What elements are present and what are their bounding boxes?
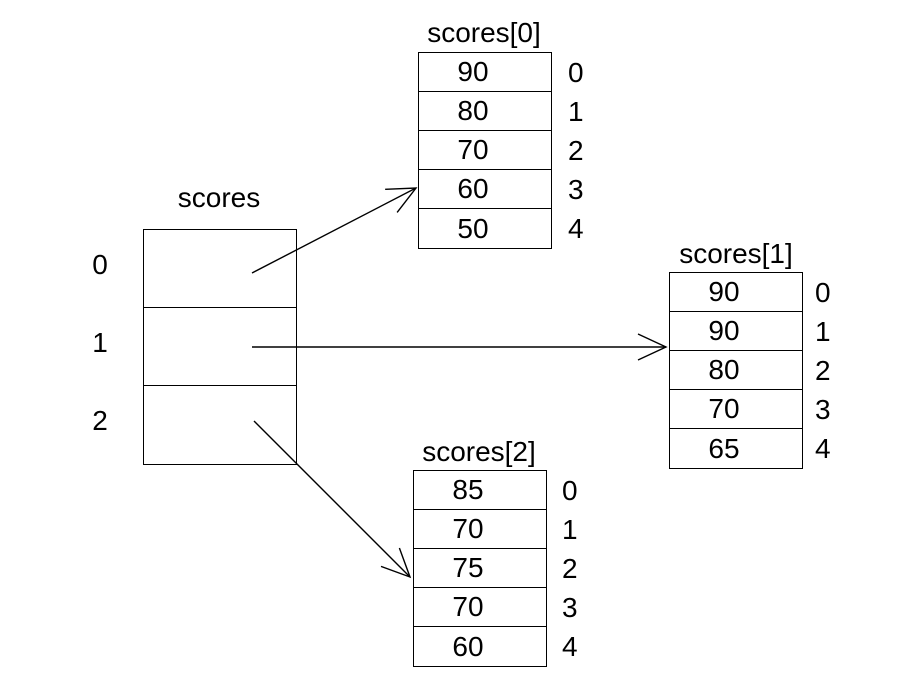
index-label: 2 — [815, 354, 831, 386]
array-cell: 70 — [414, 510, 546, 549]
index-label: 1 — [562, 513, 578, 545]
main-array-cell-1 — [144, 308, 296, 386]
array-cell: 90 — [419, 53, 551, 92]
sub-array-1-index-column: 0 1 2 3 4 — [815, 273, 831, 468]
array-cell: 70 — [414, 588, 546, 627]
index-label: 2 — [568, 134, 584, 166]
array-cell: 70 — [670, 390, 802, 429]
index-label: 2 — [562, 552, 578, 584]
main-array-box — [143, 229, 297, 465]
sub-array-0-index-column: 0 1 2 3 4 — [568, 53, 584, 248]
array-cell: 75 — [414, 549, 546, 588]
index-label: 1 — [815, 315, 831, 347]
main-array-index-column: 0 1 2 — [86, 226, 114, 460]
array-cell: 85 — [414, 471, 546, 510]
index-label: 0 — [815, 276, 831, 308]
main-array-cell-2 — [144, 386, 296, 464]
sub-array-1-box: 90 90 80 70 65 — [669, 272, 803, 469]
sub-array-0-title: scores[0] — [427, 17, 541, 48]
array-cell: 80 — [670, 351, 802, 390]
index-label: 0 — [568, 56, 584, 88]
index-label: 1 — [92, 327, 108, 358]
array-cell: 90 — [670, 273, 802, 312]
array-cell: 70 — [419, 131, 551, 170]
sub-array-2-index-column: 0 1 2 3 4 — [562, 471, 578, 666]
index-label: 3 — [815, 393, 831, 425]
sub-array-1-title: scores[1] — [679, 238, 793, 269]
sub-array-2-box: 85 70 75 70 60 — [413, 470, 547, 667]
main-array-title: scores — [177, 182, 261, 213]
sub-array-2-title: scores[2] — [422, 436, 536, 467]
array-cell: 65 — [708, 432, 740, 464]
index-label: 3 — [562, 591, 578, 623]
array-cell: 50 — [457, 212, 489, 244]
index-label: 4 — [815, 432, 831, 464]
index-label: 4 — [568, 212, 584, 244]
array-cell: 80 — [419, 92, 551, 131]
index-label: 1 — [568, 95, 584, 127]
index-label: 4 — [562, 630, 578, 662]
index-label: 2 — [92, 405, 108, 436]
index-label: 0 — [562, 474, 578, 506]
index-label: 0 — [92, 249, 108, 280]
array-cell: 60 — [419, 170, 551, 209]
main-array-cell-0 — [144, 230, 296, 308]
sub-array-0-box: 90 80 70 60 50 — [418, 52, 552, 249]
array-cell: 60 — [452, 630, 484, 662]
index-label: 3 — [568, 173, 584, 205]
array-cell: 90 — [670, 312, 802, 351]
